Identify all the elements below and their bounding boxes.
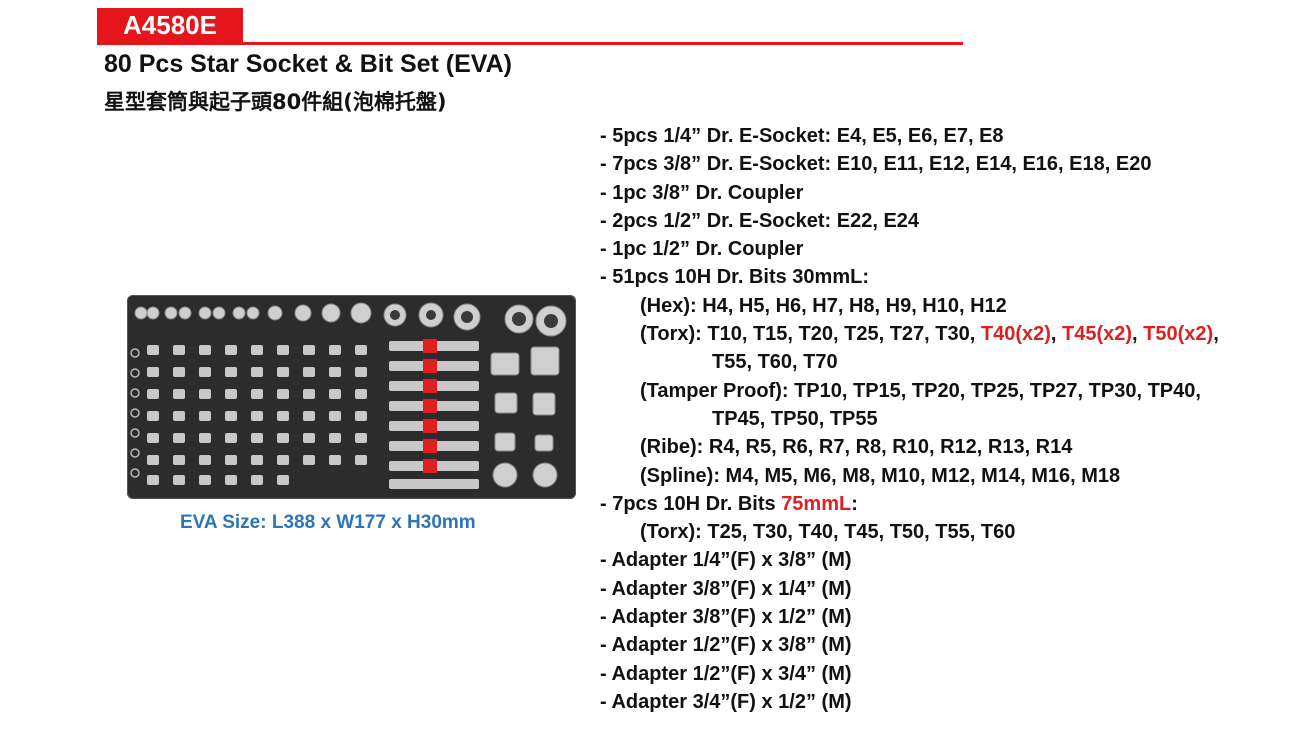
spec-line-tamper: (Tamper Proof): TP10, TP15, TP20, TP25, … <box>640 379 1201 402</box>
spec-line: TP45, TP50, TP55 <box>712 407 878 430</box>
spec-line-adapter: - Adapter 3/8”(F) x 1/4” (M) <box>600 577 852 600</box>
spec-line-spline: (Spline): M4, M5, M6, M8, M10, M12, M14,… <box>640 464 1121 487</box>
product-image-tray <box>127 295 576 499</box>
spec-line-adapter: - Adapter 3/4”(F) x 1/2” (M) <box>600 690 852 713</box>
spec-highlight: T50(x2) <box>1143 323 1214 346</box>
eva-size-label: EVA Size: L388 x W177 x H30mm <box>180 512 476 533</box>
spec-line-hex: (Hex): H4, H5, H6, H7, H8, H9, H10, H12 <box>640 294 1007 317</box>
spec-text: , <box>1213 323 1219 346</box>
spec-highlight: T40(x2) <box>980 323 1051 346</box>
product-title-zh: 星型套筒與起子頭80件組(泡棉托盤) <box>104 90 447 114</box>
spec-text: (Torx): T10, T15, T20, T25, T27, T30, <box>640 323 981 346</box>
spec-line-adapter: - Adapter 1/2”(F) x 3/4” (M) <box>600 662 852 685</box>
spec-line-adapter: - Adapter 1/4”(F) x 3/8” (M) <box>600 549 852 572</box>
spec-line-adapter: - Adapter 3/8”(F) x 1/2” (M) <box>600 606 852 629</box>
header-divider <box>97 42 963 45</box>
spec-line: - 2pcs 1/2” Dr. E-Socket: E22, E24 <box>600 209 920 232</box>
spec-text: , <box>1132 323 1144 346</box>
spec-line-torx: (Torx): T10, T15, T20, T25, T27, T30, T4… <box>600 320 1219 348</box>
spec-highlight: 75mmL <box>781 492 852 515</box>
spec-line: - 5pcs 1/4” Dr. E-Socket: E4, E5, E6, E7… <box>600 125 1004 147</box>
spec-line: - 1pc 3/8” Dr. Coupler <box>600 181 804 204</box>
spec-line-ribe: (Ribe): R4, R5, R6, R7, R8, R10, R12, R1… <box>640 436 1073 459</box>
spec-line-torx-long: (Torx): T25, T30, T40, T45, T50, T55, T6… <box>640 521 1016 544</box>
spec-list: - 5pcs 1/4” Dr. E-Socket: E4, E5, E6, E7… <box>600 122 1219 716</box>
spec-line: - 1pc 1/2” Dr. Coupler <box>600 238 804 261</box>
spec-line-adapter: - Adapter 1/2”(F) x 3/8” (M) <box>600 634 852 657</box>
spec-line: T55, T60, T70 <box>712 351 838 374</box>
tray-illustration <box>130 302 567 489</box>
model-badge: A4580E <box>97 8 243 42</box>
spec-text: , <box>1050 323 1063 346</box>
spec-line: - 7pcs 3/8” Dr. E-Socket: E10, E11, E12,… <box>600 153 1152 176</box>
spec-text: - 7pcs 10H Dr. Bits <box>600 492 782 515</box>
product-title-en: 80 Pcs Star Socket & Bit Set (EVA) <box>104 50 513 78</box>
spec-text: : <box>851 492 858 515</box>
spec-line: - 51pcs 10H Dr. Bits 30mmL: <box>600 266 869 289</box>
spec-highlight: T45(x2) <box>1062 323 1133 346</box>
spec-line-long-bits: - 7pcs 10H Dr. Bits 75mmL: <box>600 490 1219 518</box>
